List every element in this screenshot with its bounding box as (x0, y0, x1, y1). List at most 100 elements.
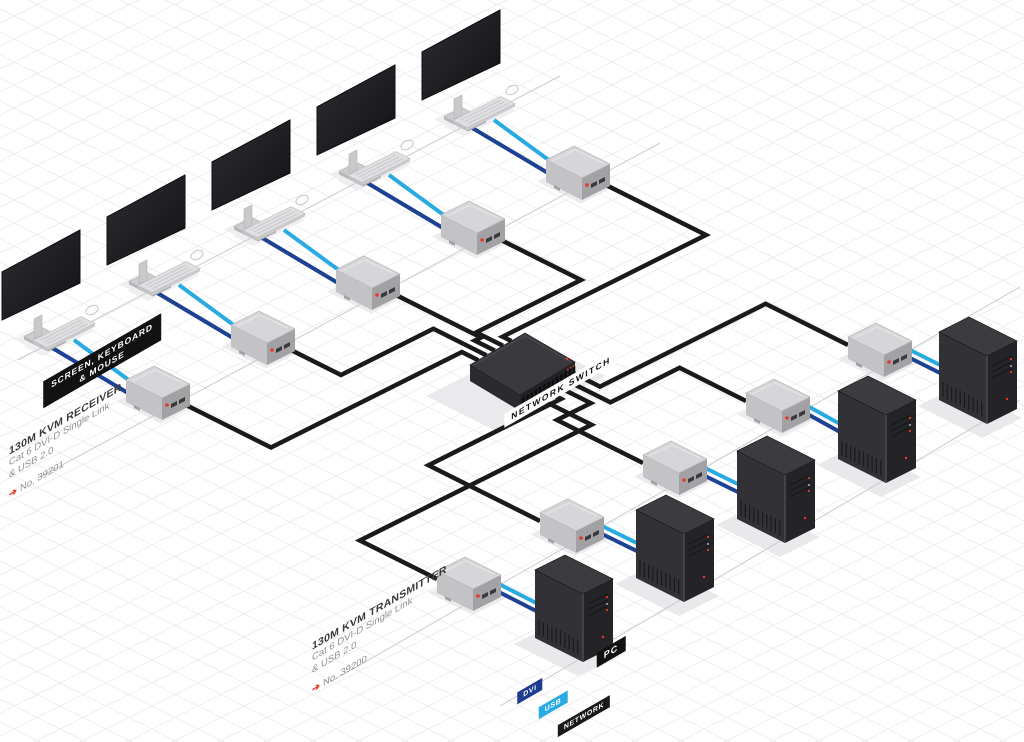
keyboard-edge (362, 158, 410, 186)
led-indicator (565, 357, 569, 361)
key-row-line (463, 101, 505, 123)
pc-drive-slot (587, 599, 609, 611)
network-cable (384, 287, 496, 353)
key-row-line (253, 211, 295, 233)
keyboard-edge (152, 268, 200, 296)
monitor-screen (211, 119, 291, 211)
grid-line (0, 0, 1014, 507)
device-top-face (436, 556, 502, 590)
grid-line (0, 169, 1024, 683)
led-indicator (601, 635, 605, 639)
grid-line (0, 16, 1024, 530)
port (276, 346, 282, 353)
grid-line (32, 246, 1024, 742)
pc-drive-slot (991, 361, 1013, 373)
led-indicator (480, 238, 484, 242)
keyboard-edge (33, 340, 47, 351)
led-indicator (706, 535, 710, 539)
led-indicator (706, 548, 710, 552)
grid-line (0, 0, 324, 162)
pc-drive-slot (890, 414, 912, 426)
grid-line (492, 476, 1024, 742)
monitor-screen (316, 64, 396, 156)
pc-right-face (886, 400, 916, 483)
key-row-line (257, 213, 298, 235)
port (599, 177, 605, 184)
led-indicator (908, 416, 912, 420)
device-top-face (335, 255, 401, 289)
led-indicator (569, 366, 572, 369)
mouse-body (190, 249, 204, 261)
kvm-transmitter-device (539, 498, 605, 553)
power-light (707, 543, 709, 545)
grid-line (0, 445, 594, 742)
pc-tower (736, 435, 816, 543)
network-switch-device (469, 332, 576, 411)
pc-right-face (684, 519, 714, 602)
keyboard (452, 96, 516, 131)
grid-line (124, 292, 1024, 742)
key-row-line (362, 158, 403, 180)
led-indicator (579, 536, 583, 540)
grid-line (0, 560, 364, 742)
grid-line (0, 675, 134, 742)
network-cable (471, 232, 587, 348)
mouse (85, 304, 99, 316)
grid-line (0, 583, 318, 742)
pc-right-face (583, 579, 613, 662)
port (856, 362, 862, 368)
pc-drive-slot (789, 480, 811, 492)
device-left-face (126, 380, 162, 420)
port (696, 472, 702, 479)
grid-line (578, 0, 1024, 223)
device-top-face (642, 440, 708, 474)
device-left-face (546, 160, 582, 200)
port (449, 240, 455, 246)
led-indicator (682, 478, 686, 482)
mouse-body (85, 304, 99, 316)
port (799, 410, 805, 417)
pc-drive-slot (587, 593, 609, 605)
key-row-line (47, 323, 88, 345)
grid-line (630, 545, 1024, 742)
monitor-screen (106, 174, 186, 266)
keyboard-edge (47, 323, 95, 351)
pc-drive-slot (890, 426, 912, 438)
pc-drive-slot (688, 539, 710, 551)
port (591, 181, 597, 188)
port (389, 287, 395, 294)
key-row-line (148, 266, 190, 288)
grid-line (0, 284, 916, 742)
keyboard-edge (453, 120, 467, 131)
grid-line (0, 62, 1024, 576)
grid-line (400, 430, 1024, 742)
grid-line (0, 0, 462, 231)
grid-line (808, 0, 1024, 108)
grid-line (0, 223, 1024, 737)
mouse (505, 84, 519, 96)
led-indicator (375, 293, 379, 297)
led-indicator (803, 516, 807, 520)
port (134, 405, 140, 411)
grid-line (0, 491, 502, 742)
device-top-face (847, 322, 913, 356)
led-indicator (908, 429, 912, 433)
device-left-face (336, 270, 372, 310)
led-indicator (904, 456, 908, 460)
grid-line (0, 0, 830, 415)
led-indicator (165, 403, 169, 407)
pc-right-face (987, 341, 1017, 424)
key-row-line (355, 154, 396, 176)
port (381, 291, 387, 298)
dvi-cable (467, 124, 550, 175)
led-indicator (702, 575, 706, 579)
port (171, 401, 177, 408)
grid-line (0, 200, 1024, 714)
led-indicator (566, 368, 569, 371)
kvm-receiver-device (545, 145, 611, 200)
devices (1, 9, 1018, 662)
network-cable (174, 349, 480, 451)
port (239, 350, 245, 356)
keyboard-edge (348, 175, 362, 186)
